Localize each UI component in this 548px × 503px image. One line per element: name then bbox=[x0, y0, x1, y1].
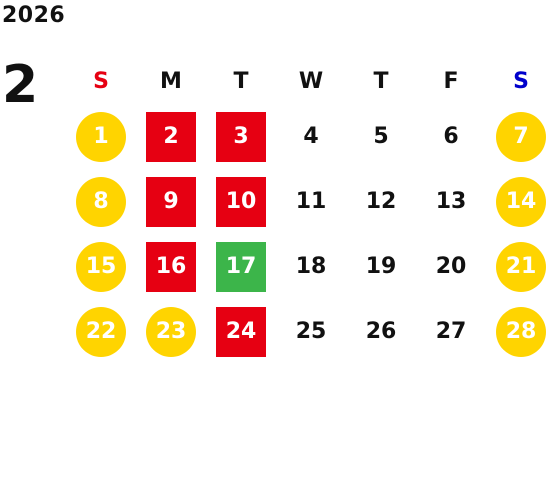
calendar-day[interactable]: 27 bbox=[435, 319, 467, 344]
calendar-day[interactable]: 20 bbox=[435, 254, 467, 279]
weekday-wednesday: W bbox=[298, 68, 324, 94]
calendar-cell: 12 bbox=[346, 169, 416, 234]
calendar-day[interactable]: 14 bbox=[496, 176, 546, 227]
calendar-day[interactable]: 19 bbox=[365, 254, 397, 279]
calendar-day[interactable]: 7 bbox=[496, 111, 546, 162]
calendar-day[interactable]: 21 bbox=[496, 241, 546, 292]
calendar-cell: 16 bbox=[136, 234, 206, 299]
calendar-cell: 18 bbox=[276, 234, 346, 299]
calendar-day[interactable]: 12 bbox=[365, 189, 397, 214]
calendar-day[interactable]: 17 bbox=[216, 241, 266, 292]
calendar-day[interactable]: 23 bbox=[146, 306, 196, 357]
calendar-cell: 5 bbox=[346, 104, 416, 169]
calendar-day[interactable]: 3 bbox=[216, 111, 266, 162]
calendar-day[interactable]: 5 bbox=[373, 124, 389, 149]
calendar-day[interactable]: 25 bbox=[295, 319, 327, 344]
year-label: 2026 bbox=[2, 3, 66, 28]
calendar-cell: 4 bbox=[276, 104, 346, 169]
calendar-cell: 6 bbox=[416, 104, 486, 169]
calendar-cell: 15 bbox=[66, 234, 136, 299]
calendar-day[interactable]: 18 bbox=[295, 254, 327, 279]
calendar-day[interactable]: 22 bbox=[76, 306, 126, 357]
calendar-day[interactable]: 26 bbox=[365, 319, 397, 344]
calendar-day[interactable]: 16 bbox=[146, 241, 196, 292]
calendar-cell: 11 bbox=[276, 169, 346, 234]
calendar-day[interactable]: 9 bbox=[146, 176, 196, 227]
calendar-cell: 21 bbox=[486, 234, 548, 299]
calendar-cell: 27 bbox=[416, 299, 486, 364]
calendar-cell: 10 bbox=[206, 169, 276, 234]
calendar-day[interactable]: 24 bbox=[216, 306, 266, 357]
calendar-day[interactable]: 15 bbox=[76, 241, 126, 292]
calendar-cell: 28 bbox=[486, 299, 548, 364]
weekday-thursday: T bbox=[373, 68, 389, 94]
calendar-cell: 9 bbox=[136, 169, 206, 234]
calendar-cell: 17 bbox=[206, 234, 276, 299]
weekday-saturday: S bbox=[513, 68, 529, 94]
calendar-day[interactable]: 11 bbox=[295, 189, 327, 214]
weekday-sunday: S bbox=[93, 68, 109, 94]
calendar-day[interactable]: 4 bbox=[303, 124, 319, 149]
calendar-day[interactable]: 10 bbox=[216, 176, 266, 227]
month-label: 2 bbox=[2, 55, 39, 115]
calendar-day[interactable]: 13 bbox=[435, 189, 467, 214]
calendar-cell: 23 bbox=[136, 299, 206, 364]
calendar-day[interactable]: 28 bbox=[496, 306, 546, 357]
calendar-day[interactable]: 8 bbox=[76, 176, 126, 227]
calendar-cell: 14 bbox=[486, 169, 548, 234]
calendar-cell: 25 bbox=[276, 299, 346, 364]
calendar-cell: 1 bbox=[66, 104, 136, 169]
weekday-friday: F bbox=[443, 68, 459, 94]
calendar-cell: 19 bbox=[346, 234, 416, 299]
calendar-cell: 3 bbox=[206, 104, 276, 169]
calendar-day[interactable]: 2 bbox=[146, 111, 196, 162]
weekday-tuesday: T bbox=[233, 68, 249, 94]
calendar-cell: 22 bbox=[66, 299, 136, 364]
calendar-cell: 20 bbox=[416, 234, 486, 299]
weekday-monday: M bbox=[160, 68, 182, 94]
calendar-cell: 2 bbox=[136, 104, 206, 169]
calendar-cell: 7 bbox=[486, 104, 548, 169]
calendar-cell: 13 bbox=[416, 169, 486, 234]
calendar-cell: 26 bbox=[346, 299, 416, 364]
calendar-cell: 8 bbox=[66, 169, 136, 234]
calendar-day[interactable]: 6 bbox=[443, 124, 459, 149]
calendar-day[interactable]: 1 bbox=[76, 111, 126, 162]
calendar-cell: 24 bbox=[206, 299, 276, 364]
